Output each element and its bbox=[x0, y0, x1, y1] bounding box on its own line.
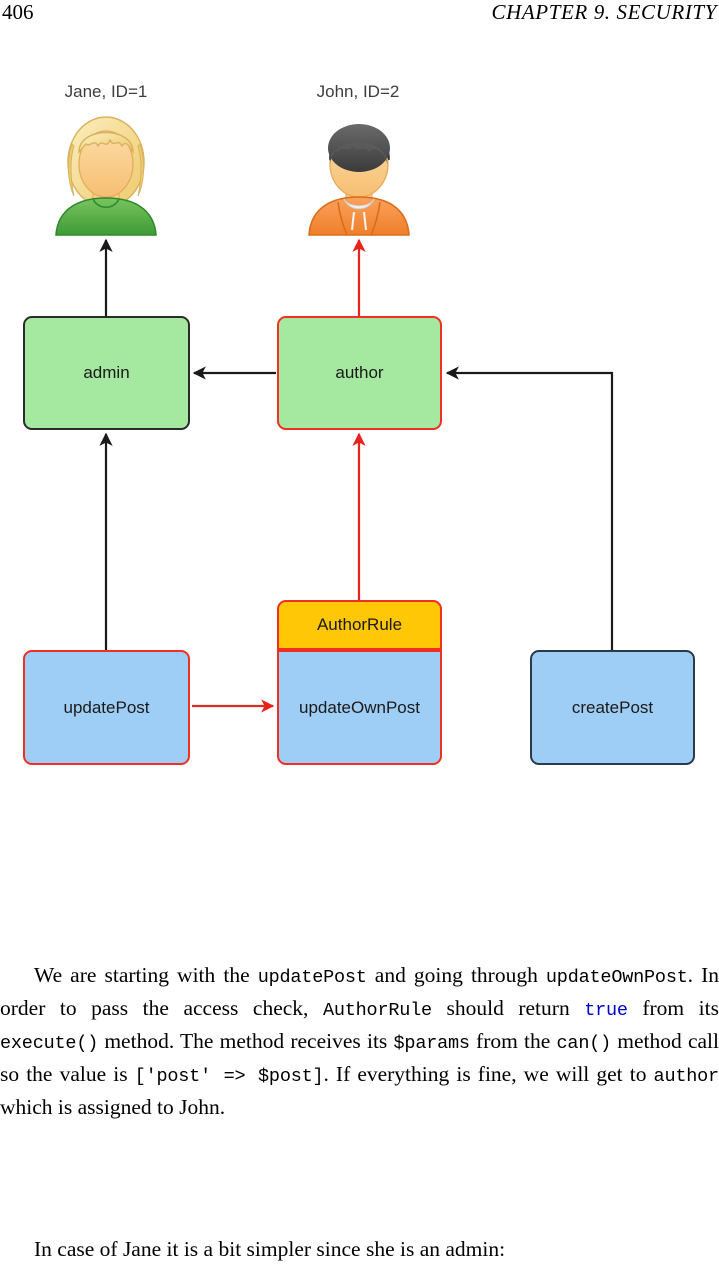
node-authorrule-label: AuthorRule bbox=[316, 615, 403, 634]
chapter-title: CHAPTER 9. SECURITY bbox=[491, 0, 717, 24]
node-author-label: author bbox=[335, 363, 384, 382]
page-number: 406 bbox=[2, 0, 34, 24]
paragraph-jane-case: In case of Jane it is a bit simpler sinc… bbox=[0, 1234, 719, 1265]
user-avatar-male-icon bbox=[308, 124, 410, 236]
node-admin-label: admin bbox=[83, 363, 130, 382]
paragraph-walkthrough-body: We are starting with the updatePost and … bbox=[0, 962, 719, 1119]
node-admin[interactable]: admin bbox=[23, 316, 190, 430]
actor-label-john: John, ID=2 bbox=[316, 82, 400, 101]
node-updatepost-label: updatePost bbox=[63, 697, 150, 717]
node-updateownpost-label: updateOwnPost bbox=[299, 697, 420, 717]
node-author[interactable]: author bbox=[277, 316, 442, 430]
page-running-header: 406 CHAPTER 9. SECURITY bbox=[0, 0, 719, 30]
node-updateownpost[interactable]: updateOwnPost bbox=[277, 650, 442, 765]
paragraph-jane-case-body: In case of Jane it is a bit simpler sinc… bbox=[34, 1236, 506, 1261]
node-authorrule[interactable]: AuthorRule bbox=[277, 600, 442, 650]
paragraph-walkthrough: We are starting with the updatePost and … bbox=[0, 960, 719, 1123]
user-avatar-female-icon bbox=[55, 116, 157, 236]
rbac-hierarchy-diagram: Jane, ID=1 John, ID=2 bbox=[0, 60, 719, 890]
diagram-canvas bbox=[55, 116, 614, 713]
node-updatepost[interactable]: updatePost bbox=[23, 650, 190, 765]
node-createpost-label: createPost bbox=[571, 697, 654, 717]
edge-createpost-to-author bbox=[445, 366, 614, 650]
actor-label-jane: Jane, ID=1 bbox=[64, 82, 148, 101]
node-createpost[interactable]: createPost bbox=[530, 650, 695, 765]
